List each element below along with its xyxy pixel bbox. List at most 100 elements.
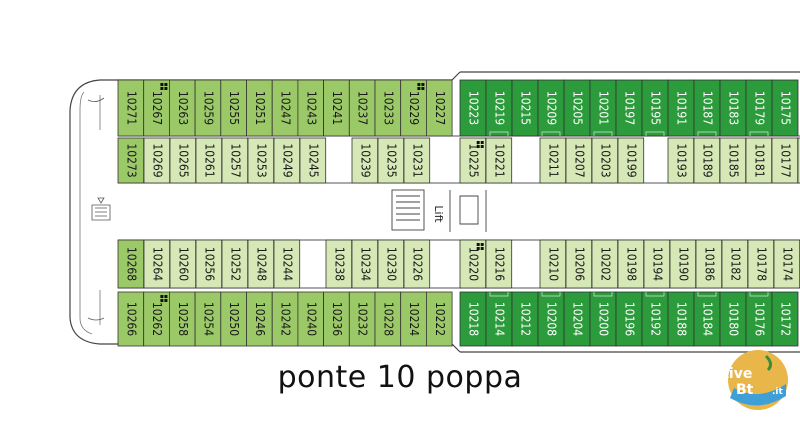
cabin-10250[interactable]: 10250 xyxy=(220,291,247,347)
cabin-10172[interactable]: 10172 xyxy=(771,291,799,347)
cabin-10241[interactable]: 10241 xyxy=(323,79,350,137)
cabin-10195[interactable]: 10195 xyxy=(641,79,669,137)
cabin-10269[interactable]: 10269 xyxy=(143,137,171,184)
cabin-10266[interactable]: 10266 xyxy=(117,291,145,347)
cabin-10236[interactable]: 10236 xyxy=(323,291,350,347)
cabin-10216[interactable]: 10216 xyxy=(485,239,513,289)
cabin-10223[interactable]: 10223 xyxy=(459,79,487,137)
cabin-10212[interactable]: 10212 xyxy=(511,291,539,347)
cabin-10174[interactable]: 10174 xyxy=(773,239,800,289)
cabin-10265[interactable]: 10265 xyxy=(169,137,197,184)
cabin-10224[interactable]: 10224 xyxy=(400,291,427,347)
cabin-10227[interactable]: 10227 xyxy=(425,79,453,137)
cabin-10206[interactable]: 10206 xyxy=(565,239,593,289)
cabin-10231[interactable]: 10231 xyxy=(403,137,431,184)
cabin-10189[interactable]: 10189 xyxy=(693,137,721,184)
cabin-10201[interactable]: 10201 xyxy=(589,79,617,137)
cabin-10262[interactable]: 10262 xyxy=(143,291,170,347)
cabin-10233[interactable]: 10233 xyxy=(374,79,402,137)
cabin-10183[interactable]: 10183 xyxy=(719,79,747,137)
cabin-10256[interactable]: 10256 xyxy=(195,239,223,289)
cabin-box xyxy=(771,291,799,347)
cabin-10246[interactable]: 10246 xyxy=(246,291,273,347)
cabin-10214[interactable]: 10214 xyxy=(485,291,513,347)
cabin-10215[interactable]: 10215 xyxy=(511,79,539,137)
cabin-number: 10265 xyxy=(176,143,190,177)
cabin-10240[interactable]: 10240 xyxy=(297,291,324,347)
cabin-10238[interactable]: 10238 xyxy=(325,239,353,289)
cabin-10237[interactable]: 10237 xyxy=(348,79,376,137)
cabin-10194[interactable]: 10194 xyxy=(643,239,671,289)
cabin-10211[interactable]: 10211 xyxy=(539,137,567,184)
cabin-10263[interactable]: 10263 xyxy=(168,79,196,137)
cabin-10197[interactable]: 10197 xyxy=(615,79,643,137)
cabin-10248[interactable]: 10248 xyxy=(247,239,275,289)
cabin-10204[interactable]: 10204 xyxy=(563,291,591,347)
cabin-10202[interactable]: 10202 xyxy=(591,239,619,289)
cabin-10247[interactable]: 10247 xyxy=(271,79,299,137)
cabin-10210[interactable]: 10210 xyxy=(539,239,567,289)
cabin-10185[interactable]: 10185 xyxy=(719,137,747,184)
cabin-10184[interactable]: 10184 xyxy=(693,291,721,347)
cabin-10245[interactable]: 10245 xyxy=(299,137,327,184)
cabin-10178[interactable]: 10178 xyxy=(747,239,775,289)
cabin-10203[interactable]: 10203 xyxy=(591,137,619,184)
cabin-10190[interactable]: 10190 xyxy=(669,239,697,289)
cabin-10186[interactable]: 10186 xyxy=(695,239,723,289)
cabin-10242[interactable]: 10242 xyxy=(271,291,299,347)
cabin-10188[interactable]: 10188 xyxy=(667,291,695,347)
cabin-10249[interactable]: 10249 xyxy=(273,137,301,184)
cabin-10191[interactable]: 10191 xyxy=(667,79,695,137)
cabin-10198[interactable]: 10198 xyxy=(617,239,645,289)
cabin-10273[interactable]: 10273 xyxy=(117,137,145,184)
cabin-10192[interactable]: 10192 xyxy=(641,291,669,347)
cabin-10228[interactable]: 10228 xyxy=(374,291,402,347)
cabin-10268[interactable]: 10268 xyxy=(117,239,145,289)
cabin-10222[interactable]: 10222 xyxy=(425,291,453,347)
cabin-10205[interactable]: 10205 xyxy=(563,79,591,137)
cabin-10200[interactable]: 10200 xyxy=(589,291,617,347)
cabin-10257[interactable]: 10257 xyxy=(221,137,249,184)
cabin-10261[interactable]: 10261 xyxy=(195,137,223,184)
cabin-10259[interactable]: 10259 xyxy=(194,79,222,137)
cabin-10175[interactable]: 10175 xyxy=(771,79,799,137)
cabin-10182[interactable]: 10182 xyxy=(721,239,749,289)
cabin-10230[interactable]: 10230 xyxy=(377,239,405,289)
cabin-10264[interactable]: 10264 xyxy=(143,239,171,289)
cabin-1017[interactable]: 1017 xyxy=(797,137,800,184)
cabin-10251[interactable]: 10251 xyxy=(246,79,273,137)
cabin-10234[interactable]: 10234 xyxy=(351,239,379,289)
cabin-10232[interactable]: 10232 xyxy=(348,291,376,347)
cabin-10267[interactable]: 10267 xyxy=(143,79,170,137)
cabin-10255[interactable]: 10255 xyxy=(220,79,247,137)
cabin-10218[interactable]: 10218 xyxy=(459,291,487,347)
cabin-10254[interactable]: 10254 xyxy=(194,291,222,347)
cabin-10193[interactable]: 10193 xyxy=(667,137,695,184)
cabin-10225[interactable]: 10225 xyxy=(459,137,487,184)
cabin-10221[interactable]: 10221 xyxy=(485,137,513,184)
cabin-10196[interactable]: 10196 xyxy=(615,291,643,347)
cabin-10220[interactable]: 10220 xyxy=(459,239,487,289)
cabin-10207[interactable]: 10207 xyxy=(565,137,593,184)
cabin-10271[interactable]: 10271 xyxy=(117,79,145,137)
cabin-10208[interactable]: 10208 xyxy=(537,291,565,347)
cabin-10239[interactable]: 10239 xyxy=(351,137,379,184)
cabin-10253[interactable]: 10253 xyxy=(247,137,275,184)
cabin-10181[interactable]: 10181 xyxy=(745,137,773,184)
cabin-10260[interactable]: 10260 xyxy=(169,239,197,289)
cabin-10243[interactable]: 10243 xyxy=(297,79,324,137)
cabin-10235[interactable]: 10235 xyxy=(377,137,405,184)
cabin-10244[interactable]: 10244 xyxy=(273,239,301,289)
cabin-10179[interactable]: 10179 xyxy=(745,79,773,137)
cabin-10226[interactable]: 10226 xyxy=(403,239,431,289)
cabin-10258[interactable]: 10258 xyxy=(168,291,196,347)
cabin-10219[interactable]: 10219 xyxy=(485,79,513,137)
cabin-10176[interactable]: 10176 xyxy=(745,291,773,347)
cabin-10199[interactable]: 10199 xyxy=(617,137,645,184)
cabin-10229[interactable]: 10229 xyxy=(400,79,427,137)
cabin-10252[interactable]: 10252 xyxy=(221,239,249,289)
cabin-10187[interactable]: 10187 xyxy=(693,79,721,137)
cabin-10177[interactable]: 10177 xyxy=(771,137,799,184)
cabin-10209[interactable]: 10209 xyxy=(537,79,565,137)
cabin-10180[interactable]: 10180 xyxy=(719,291,747,347)
